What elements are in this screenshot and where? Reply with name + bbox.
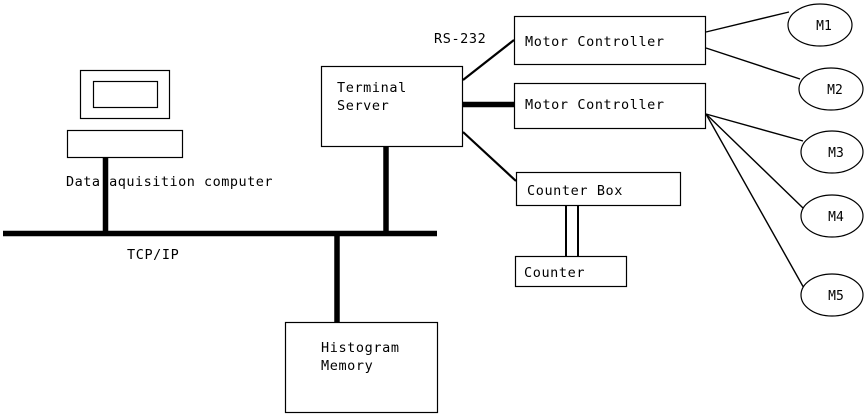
motor-m1-node[interactable]: M1 [787, 3, 853, 47]
motor-m3-node[interactable]: M3 [800, 130, 864, 174]
motor-m5-node[interactable]: M5 [800, 273, 864, 317]
motor-m4-ellipse[interactable] [800, 194, 864, 238]
tcpip-bus-group: TCP/IP [3, 146, 437, 322]
histogram-memory-box[interactable] [284, 321, 439, 414]
motor-controller-1-box[interactable] [513, 15, 707, 66]
motor-controller-2-label: Motor Controller [525, 97, 665, 113]
histogram-memory-node[interactable]: Histogram Memory [284, 321, 439, 414]
computer-chassis-icon [66, 129, 184, 159]
motor-m2-ellipse[interactable] [798, 67, 864, 111]
counter-node[interactable]: Counter [514, 205, 628, 288]
motor-m5-ellipse[interactable] [800, 273, 864, 317]
motor-m3-label: M3 [828, 146, 844, 161]
link-mc2-to-m4 [705, 113, 804, 209]
computer-screen-icon [92, 80, 159, 109]
counter-box-node[interactable]: Counter Box [515, 171, 682, 207]
motor-m3-ellipse[interactable] [800, 130, 864, 174]
motor-m2-node[interactable]: M2 [798, 67, 864, 111]
counter-box-label: Counter Box [527, 183, 623, 199]
tcpip-bus-label: TCP/IP [127, 247, 179, 263]
link-mc1-to-m2 [705, 47, 801, 80]
data-acquisition-computer-group[interactable]: Data aquisition computer [66, 69, 273, 191]
counter-box-box[interactable] [515, 171, 682, 207]
motor-links-group [705, 11, 806, 291]
rs232-label: RS-232 [434, 31, 486, 47]
motor-m2-label: M2 [827, 83, 843, 98]
motor-m1-ellipse[interactable] [787, 3, 853, 47]
motor-m4-node[interactable]: M4 [800, 194, 864, 238]
motor-m5-label: M5 [828, 289, 844, 304]
link-terminal-server-to-motor-controller-1 [462, 39, 515, 81]
histogram-memory-label-line1: Histogram [321, 340, 400, 356]
link-mc2-to-m3 [705, 113, 804, 142]
link-mc1-to-m1 [705, 11, 790, 33]
rs232-links-group: RS-232 [434, 31, 517, 182]
motor-controller-2-box[interactable] [513, 82, 707, 130]
computer-caption: Data aquisition computer [66, 174, 273, 190]
motor-controller-2-node[interactable]: Motor Controller [513, 82, 707, 130]
counter-label: Counter [524, 265, 585, 281]
link-terminal-server-to-counter-box [462, 131, 517, 182]
motor-controller-1-node[interactable]: Motor Controller [513, 15, 707, 66]
terminal-server-label-line2: Server [337, 98, 389, 114]
counter-box[interactable] [514, 255, 628, 288]
terminal-server-label-line1: Terminal [337, 80, 407, 96]
motor-controller-1-label: Motor Controller [525, 34, 665, 50]
link-mc2-to-m5 [705, 113, 806, 291]
terminal-server-box[interactable] [320, 65, 464, 148]
terminal-server-node[interactable]: Terminal Server [320, 65, 464, 148]
motor-m1-label: M1 [816, 19, 832, 34]
motor-m4-label: M4 [828, 210, 844, 225]
histogram-memory-label-line2: Memory [321, 358, 373, 374]
